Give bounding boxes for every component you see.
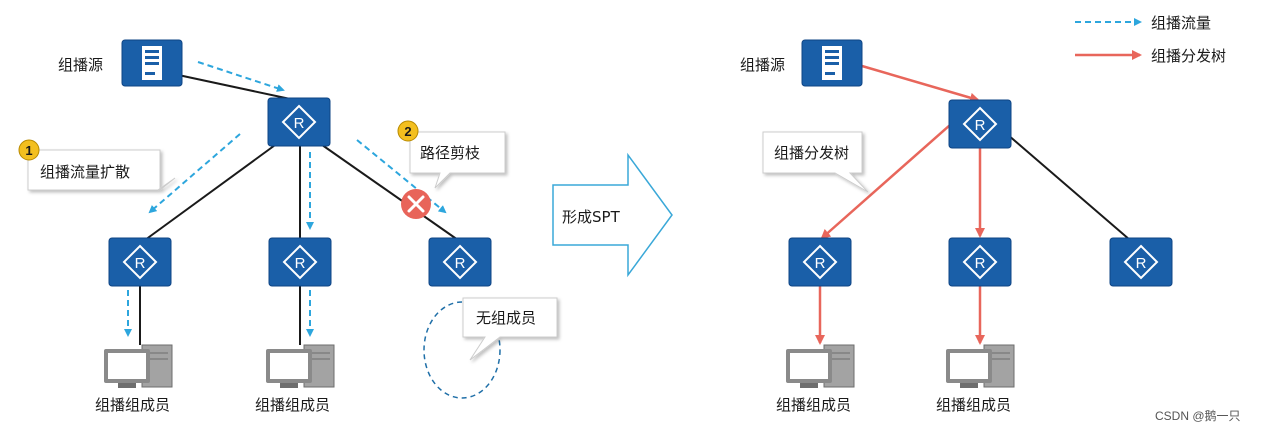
callout-no-member [462, 297, 558, 361]
legend: 组播流量 组播分发树 [1075, 14, 1226, 65]
badge-2: 2 [397, 120, 419, 142]
callout-tree [762, 131, 869, 193]
badge-1: 1 [18, 139, 40, 161]
member-pc-right-2-icon [946, 344, 1015, 388]
multicast-source-server-icon [121, 39, 183, 87]
router-glyph: R [975, 255, 986, 272]
member-label-mid: 组播组成员 [255, 396, 330, 414]
transition-label: 形成SPT [562, 208, 621, 226]
member-label-left: 组播组成员 [95, 396, 170, 414]
prune-x-icon [401, 189, 431, 219]
router-glyph: R [815, 255, 826, 272]
router-glyph: R [135, 255, 146, 272]
router-glyph: R [294, 115, 305, 132]
edge-router-right-3-icon: R [1109, 237, 1173, 287]
callout-prune-text: 路径剪枝 [420, 144, 480, 162]
link-core-right-router [999, 127, 1131, 241]
router-glyph: R [295, 255, 306, 272]
edge-router-right-1-icon: R [788, 237, 852, 287]
legend-tree-label: 组播分发树 [1151, 47, 1226, 65]
edge-router-right-2-icon: R [948, 237, 1012, 287]
member-pc-mid-icon [266, 344, 335, 388]
watermark: CSDN @鹅一只 [1155, 409, 1241, 423]
edge-router-right-icon: R [428, 237, 492, 287]
router-glyph: R [975, 117, 986, 134]
traffic-arrow-source [197, 61, 285, 92]
badge-1-text: 1 [25, 143, 32, 158]
edge-router-mid-icon: R [268, 237, 332, 287]
router-glyph: R [1136, 255, 1147, 272]
left-diagram: 组播源 R R R R [18, 39, 558, 414]
callout-no-member-text: 无组成员 [476, 309, 536, 327]
core-router-right-icon: R [948, 99, 1012, 149]
callout-flood-text: 组播流量扩散 [40, 163, 130, 181]
badge-2-text: 2 [404, 124, 411, 139]
callout-tree-text: 组播分发树 [774, 144, 849, 162]
member-label-right-2: 组播组成员 [936, 396, 1011, 414]
no-member-area [423, 301, 501, 399]
tree-arrow-left [820, 124, 951, 240]
link-core-left [144, 139, 283, 241]
transition-arrow [552, 152, 673, 278]
callout-flood [27, 149, 176, 192]
source-label: 组播源 [58, 56, 103, 74]
member-label-right-1: 组播组成员 [776, 396, 851, 414]
core-router-icon: R [267, 97, 331, 147]
multicast-source-server-icon [801, 39, 863, 87]
right-diagram: 组播源 R R R R [740, 39, 1173, 414]
member-pc-left-icon [104, 344, 173, 388]
legend-traffic-label: 组播流量 [1151, 14, 1211, 32]
source-label-right: 组播源 [740, 56, 785, 74]
edge-router-left-icon: R [108, 237, 172, 287]
callout-prune [409, 131, 506, 189]
traffic-arrow-left [148, 133, 241, 214]
tree-arrow-source [861, 64, 980, 103]
member-pc-right-1-icon [786, 344, 855, 388]
link-core-right [314, 139, 459, 241]
router-glyph: R [455, 255, 466, 272]
